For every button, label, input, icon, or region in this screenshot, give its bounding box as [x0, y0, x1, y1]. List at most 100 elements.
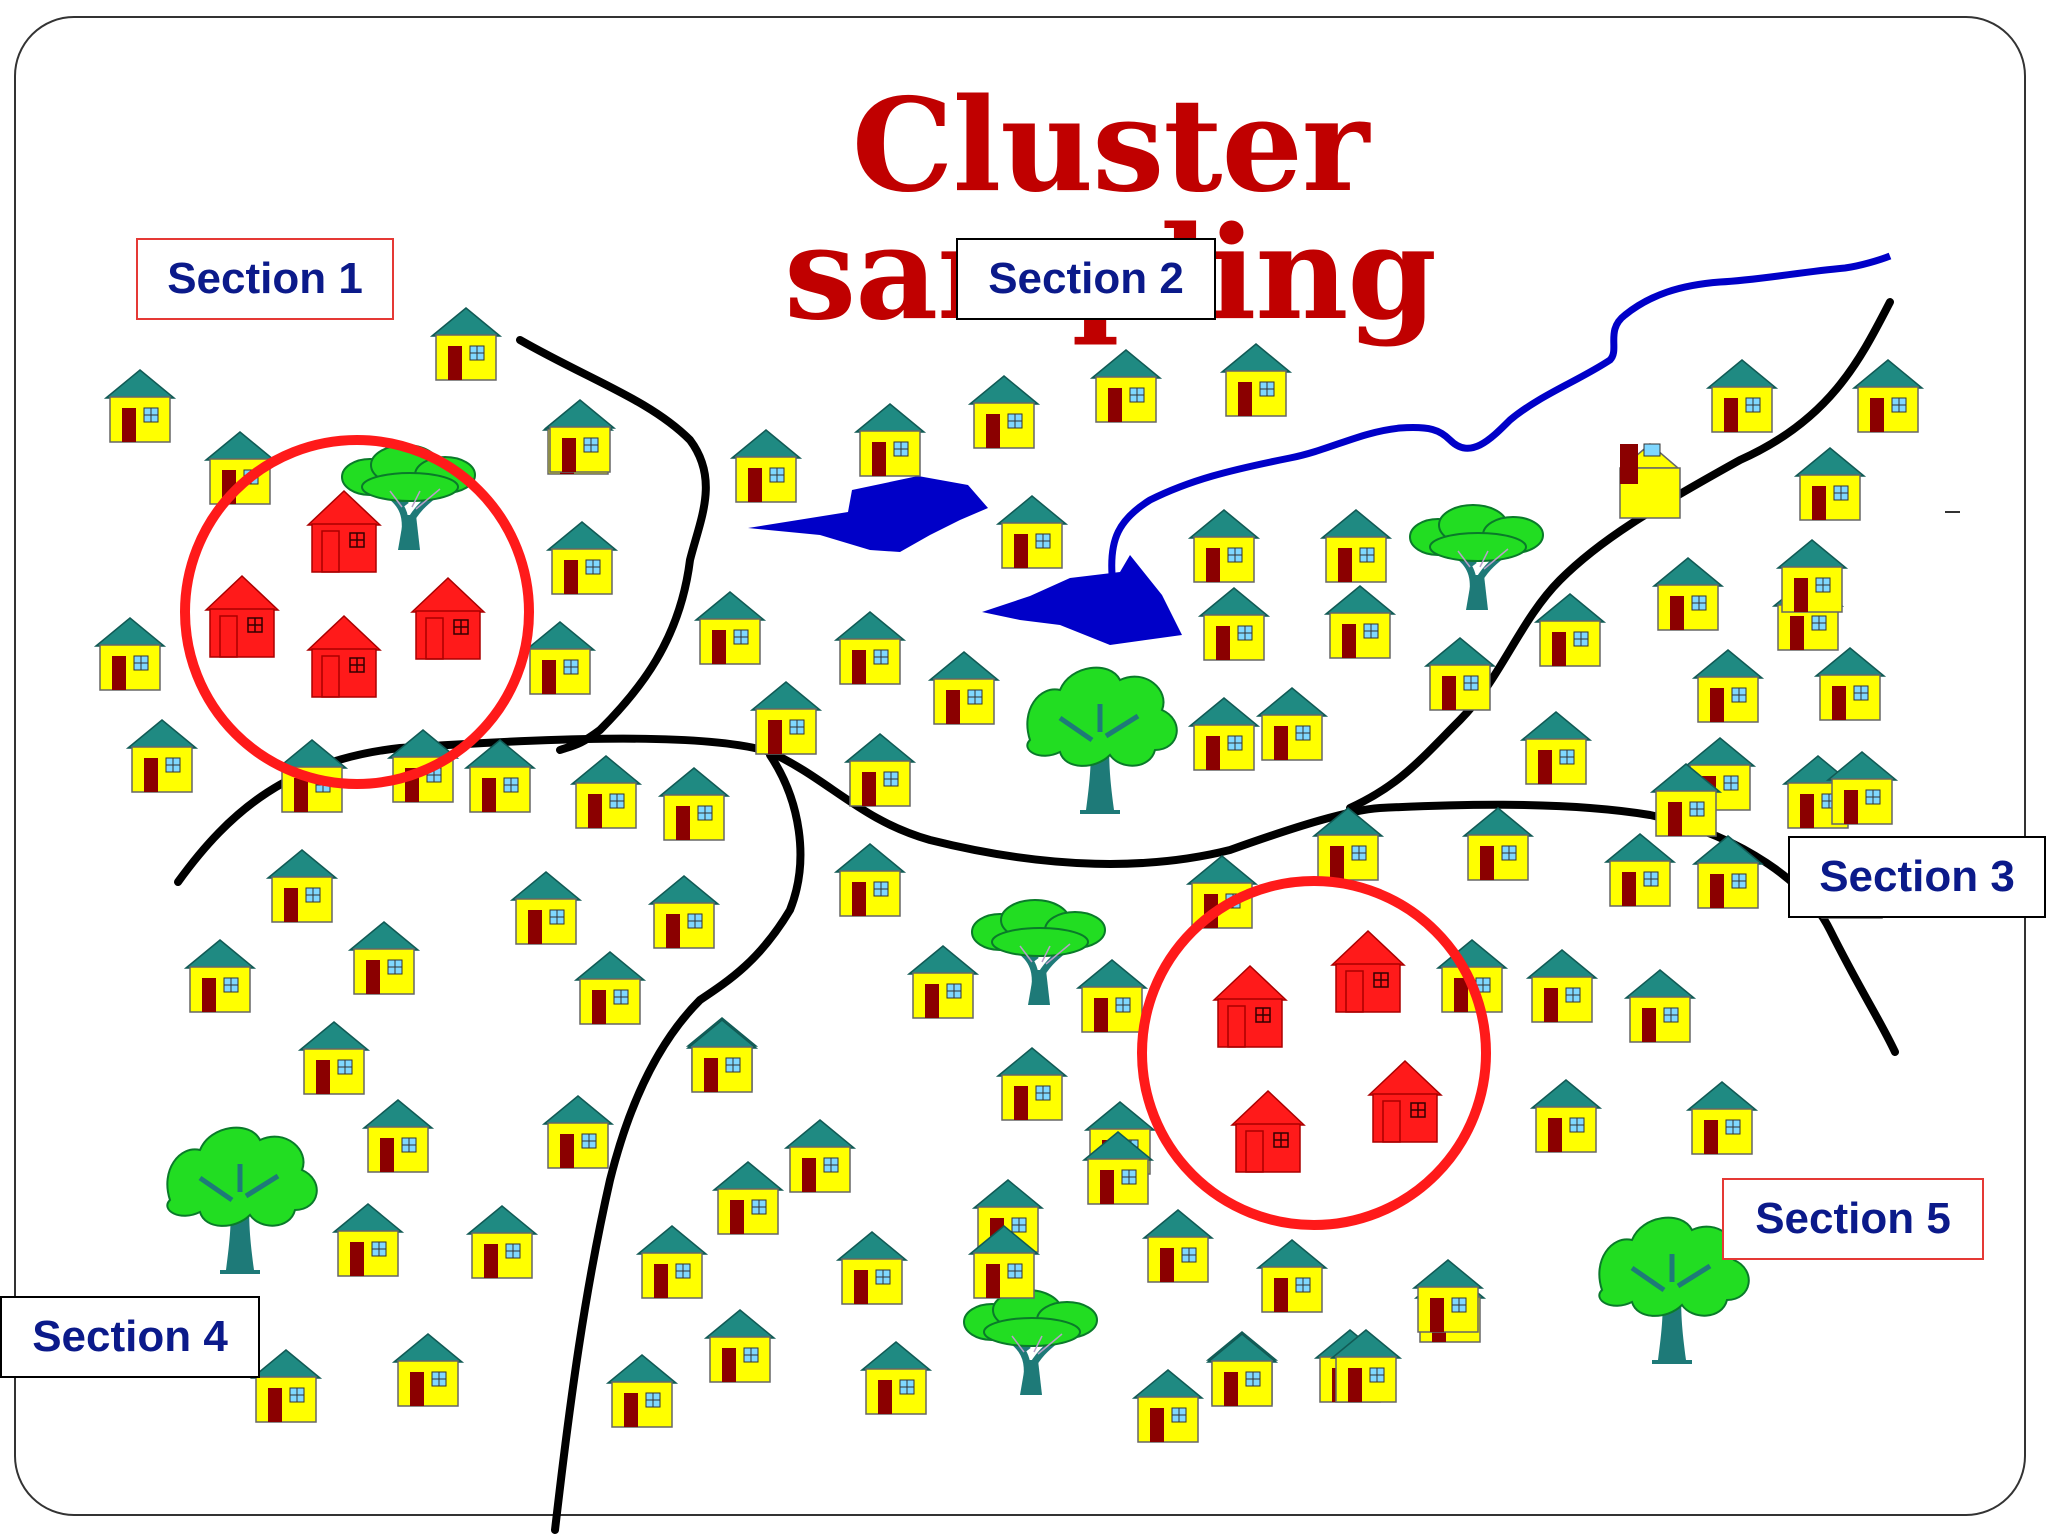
house-icon [349, 921, 419, 995]
house-icon [1189, 697, 1259, 771]
house-icon [1619, 443, 1681, 519]
house-icon [1463, 807, 1533, 881]
house-icon [1853, 359, 1923, 433]
sampled-house-icon [205, 575, 279, 658]
sampled-house-icon [1231, 1090, 1305, 1173]
boundary-line [551, 751, 805, 1534]
house-icon [393, 1333, 463, 1407]
house-icon [607, 1354, 677, 1428]
sampled-house-icon [1368, 1060, 1442, 1143]
house-icon [695, 591, 765, 665]
tree-icon [167, 1128, 316, 1272]
house-icon [431, 307, 501, 381]
section-5-label: Section 5 [1722, 1178, 1984, 1260]
tree-icon [964, 1290, 1097, 1395]
house-icon [637, 1225, 707, 1299]
house-icon [659, 767, 729, 841]
house-icon [785, 1119, 855, 1193]
house-icon [185, 939, 255, 1013]
house-icon [299, 1021, 369, 1095]
house-icon [267, 849, 337, 923]
sampled-house-icon [307, 490, 381, 573]
house-icon [127, 719, 197, 793]
house-icon [1091, 349, 1161, 423]
section-2-label: Section 2 [956, 238, 1216, 320]
house-icon [1221, 343, 1291, 417]
house-icon [251, 1349, 321, 1423]
cluster-circle [1137, 876, 1491, 1230]
house-icon [835, 843, 905, 917]
house-icon [525, 621, 595, 695]
house-icon [731, 429, 801, 503]
house-icon [465, 739, 535, 813]
house-icon [1527, 949, 1597, 1023]
house-icon [105, 369, 175, 443]
house-icon [1535, 593, 1605, 667]
section-1-label: Section 1 [136, 238, 394, 320]
house-icon [1815, 647, 1885, 721]
house-icon [1795, 447, 1865, 521]
house-icon [705, 1309, 775, 1383]
cluster-2 [1137, 876, 1491, 1230]
lake-icon [748, 476, 988, 552]
slide-frame [14, 16, 2026, 1516]
house-icon [1531, 1079, 1601, 1153]
page-title: Cluster sampling [784, 71, 1437, 338]
house-icon [861, 1341, 931, 1415]
house-icon [969, 375, 1039, 449]
section-4-label: Section 4 [0, 1296, 260, 1378]
house-icon [855, 403, 925, 477]
sampled-house-icon [411, 577, 485, 660]
house-icon [649, 875, 719, 949]
sampled-house-icon [307, 615, 381, 698]
house-icon [1687, 1081, 1757, 1155]
house-icon [95, 617, 165, 691]
house-icon [1189, 509, 1259, 583]
house-icon [467, 1205, 537, 1279]
house-icon [835, 611, 905, 685]
house-icon [1693, 649, 1763, 723]
water [748, 252, 1892, 645]
house-icon [1777, 539, 1847, 613]
house-icon [1077, 959, 1147, 1033]
house-icon [1133, 1369, 1203, 1443]
house-icon [333, 1203, 403, 1277]
house-icon [997, 495, 1067, 569]
cluster-1 [180, 435, 534, 789]
house-icon [908, 945, 978, 1019]
house-icon [1653, 557, 1723, 631]
house-icon [571, 755, 641, 829]
house-icon [1199, 587, 1269, 661]
house-icon [1325, 585, 1395, 659]
house-icon [1827, 751, 1897, 825]
boundary-line [516, 336, 710, 754]
section-3-label: Section 3 [1788, 836, 2046, 918]
house-icon [1425, 637, 1495, 711]
trees [167, 445, 1748, 1395]
house-icon [511, 871, 581, 945]
boundary-line [1346, 298, 1894, 812]
tree-icon [1410, 505, 1543, 610]
house-icon [751, 681, 821, 755]
house-icon [545, 399, 615, 473]
tree-icon [1027, 668, 1176, 812]
house-icon [929, 651, 999, 725]
house-icon [1625, 969, 1695, 1043]
house-icon [575, 951, 645, 1025]
sampled-house-icon [1331, 930, 1405, 1013]
house-icon [845, 733, 915, 807]
lake-icon [982, 555, 1182, 645]
house-icon [1707, 359, 1777, 433]
house-icon [837, 1231, 907, 1305]
house-icon [1257, 1239, 1327, 1313]
house-icon [1413, 1259, 1483, 1333]
cluster-circle [180, 435, 534, 789]
house-icon [687, 1019, 757, 1093]
house-icon [1693, 835, 1763, 909]
sampled-house-icon [1213, 965, 1287, 1048]
house-icon [1143, 1209, 1213, 1283]
house-icon [713, 1161, 783, 1235]
house-icon [363, 1099, 433, 1173]
